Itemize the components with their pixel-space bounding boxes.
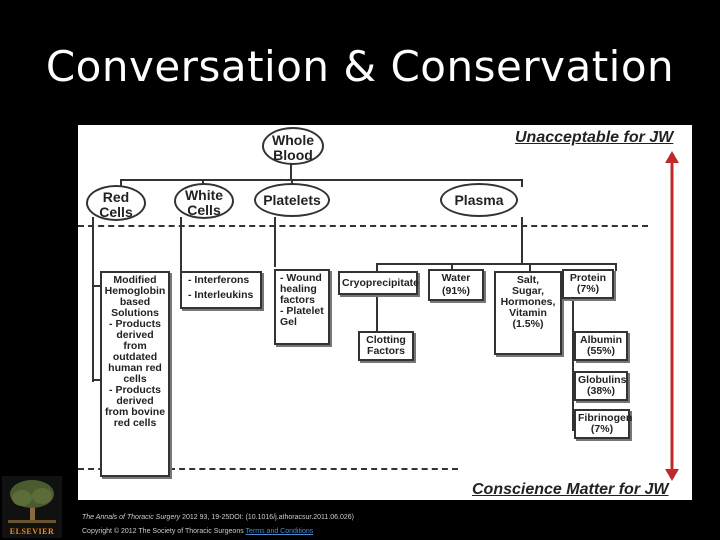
- connector-line: [120, 179, 122, 189]
- box-line: derived: [116, 329, 154, 342]
- connector-line: [376, 263, 378, 271]
- box-line: (55%): [586, 345, 615, 358]
- connector-line: [274, 217, 276, 267]
- box-line: cells: [123, 373, 147, 386]
- connector-line: [120, 179, 522, 181]
- node-label: Whole: [272, 132, 314, 148]
- node-cryoprecipitate: Cryoprecipitate: [338, 271, 420, 295]
- node-label: Cells: [187, 201, 221, 218]
- box-line: (38%): [586, 385, 615, 398]
- terms-link[interactable]: Terms and Conditions: [245, 528, 314, 535]
- logo-text: ELSEVIER: [9, 527, 55, 536]
- box-line: - Products: [109, 384, 161, 397]
- box-line: - Wound: [280, 272, 322, 284]
- citation-text: 2012 93, 19-25DOI: (10.1016/j.athoracsur…: [180, 514, 355, 521]
- box-line: Globulins: [578, 374, 627, 386]
- double-arrow-icon: [665, 151, 679, 481]
- box-line: (7%): [590, 423, 614, 436]
- box-line: Fibrinogen: [578, 412, 633, 424]
- connector-line: [376, 295, 378, 331]
- connector-line: [521, 217, 523, 263]
- box-line: Gel: [280, 316, 297, 329]
- node-label: Blood: [273, 146, 313, 163]
- node-salt-sugar: Salt, Sugar, Hormones, Vitamin (1.5%): [494, 271, 562, 355]
- copyright-line: Copyright © 2012 The Society of Thoracic…: [82, 528, 313, 535]
- box-line: Cryoprecipitate: [342, 277, 420, 289]
- connector-line: [92, 285, 100, 287]
- connector-line: [529, 263, 531, 271]
- tree-icon: [8, 480, 56, 523]
- node-white-cells: White Cells: [174, 183, 234, 219]
- connector-line: [180, 217, 182, 287]
- box-line: healing: [280, 283, 317, 296]
- connector-line: [521, 179, 523, 187]
- node-red-cells: Red Cells: [86, 185, 146, 221]
- connector-line: [572, 299, 574, 431]
- box-line: derived: [116, 395, 154, 408]
- box-line: from: [123, 340, 147, 353]
- connector-line: [290, 163, 292, 179]
- box-line: factors: [280, 294, 316, 307]
- journal-name: The Annals of Thoracic Surgery: [82, 514, 181, 521]
- connector-line: [92, 379, 100, 381]
- box-line: Hemoglobin: [104, 285, 166, 298]
- node-platelets: Platelets: [254, 183, 330, 217]
- citation-line: The Annals of Thoracic Surgery 2012 93, …: [82, 514, 354, 521]
- connector-line: [451, 263, 453, 271]
- box-line: Hormones,: [500, 296, 556, 309]
- elsevier-logo: ELSEVIER: [2, 476, 62, 538]
- box-line: Solutions: [111, 307, 159, 320]
- slide-title: Conversation & Conservation: [45, 42, 675, 91]
- connector-line: [92, 217, 94, 382]
- node-water: Water (91%): [428, 269, 484, 301]
- copyright-text: Copyright © 2012 The Society of Thoracic…: [82, 528, 244, 535]
- node-protein: Protein (7%): [562, 269, 614, 299]
- node-fibrinogen: Fibrinogen (7%): [574, 409, 633, 439]
- box-line: Sugar,: [511, 285, 545, 298]
- node-globulins: Globulins (38%): [574, 371, 628, 401]
- banner-conscience: Conscience Matter for JW: [472, 481, 669, 498]
- box-line: (91%): [441, 285, 470, 298]
- box-line: outdated: [112, 351, 158, 364]
- box-line: - Products: [109, 318, 161, 331]
- box-line: Vitamin: [509, 307, 547, 320]
- node-wound-healing: - Wound healing factors - Platelet Gel: [274, 269, 330, 345]
- node-label: White: [184, 187, 224, 203]
- banner-unacceptable: Unacceptable for JW: [515, 129, 674, 146]
- node-albumin: Albumin (55%): [574, 331, 628, 361]
- box-line: Albumin: [580, 334, 622, 346]
- box-line: Water: [441, 272, 471, 284]
- node-label: Platelets: [263, 192, 321, 208]
- connector-line: [615, 263, 617, 271]
- box-line: red cells: [113, 417, 157, 430]
- box-line: - Platelet: [280, 305, 324, 318]
- dashed-separator-bottom: [78, 468, 458, 470]
- box-line: from bovine: [104, 406, 166, 419]
- node-label: Cells: [99, 203, 133, 220]
- node-whole-blood: Whole Blood: [262, 127, 324, 165]
- box-line: Factors: [367, 345, 405, 358]
- node-modified-hemoglobin: Modified Hemoglobin based Solutions - Pr…: [100, 271, 170, 477]
- dashed-separator-top: [78, 225, 648, 227]
- node-label: Plasma: [454, 192, 504, 208]
- box-line: - Interferons: [188, 274, 250, 286]
- box-line: Salt,: [516, 274, 540, 286]
- box-line: (7%): [576, 283, 600, 296]
- box-line: human red: [108, 362, 162, 375]
- diagram-panel: Unacceptable for JW Conscience Matter fo…: [78, 125, 692, 500]
- node-plasma: Plasma: [440, 183, 518, 217]
- node-clotting-factors: Clotting Factors: [358, 331, 414, 361]
- box-line: Clotting: [366, 334, 406, 346]
- node-label: Red: [102, 189, 130, 205]
- connector-line: [376, 263, 616, 265]
- box-line: based: [119, 296, 151, 309]
- box-line: Protein: [569, 272, 607, 284]
- box-line: - Interleukins: [188, 289, 254, 302]
- box-line: (1.5%): [512, 318, 544, 331]
- node-interferons: - Interferons - Interleukins: [180, 271, 262, 309]
- box-line: Modified: [113, 274, 157, 286]
